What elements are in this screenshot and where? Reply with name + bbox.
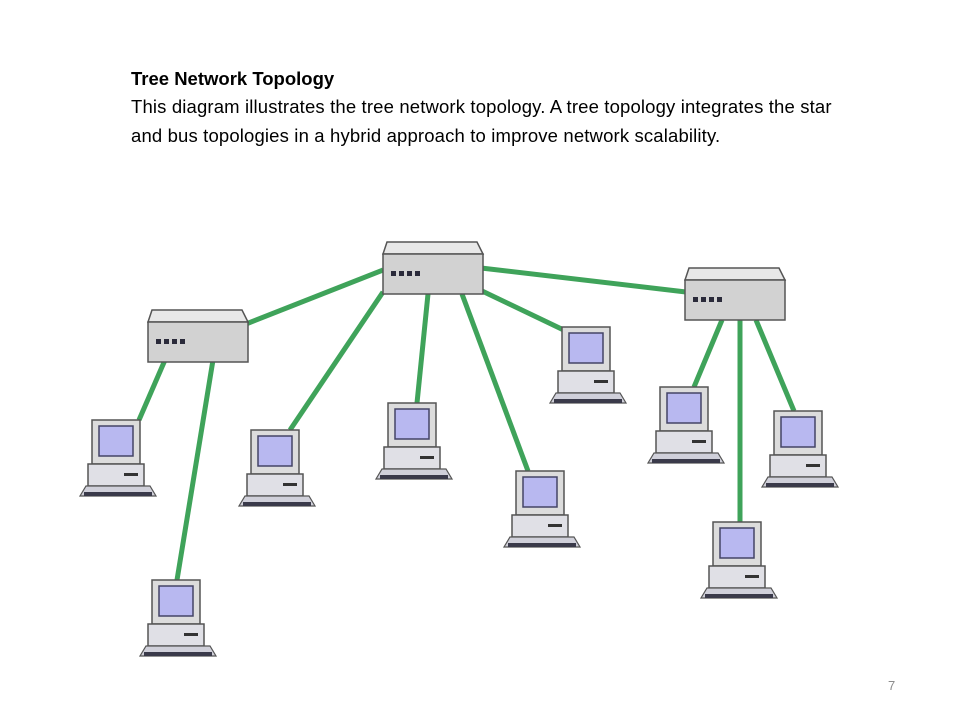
computer-icon xyxy=(699,521,779,599)
computer-icon xyxy=(548,326,628,404)
links-layer xyxy=(136,265,797,581)
port-light xyxy=(407,271,412,276)
link-hub-right-pc-7 xyxy=(691,319,725,388)
screen xyxy=(522,476,558,508)
screen xyxy=(719,527,755,559)
port-light xyxy=(709,297,714,302)
computer-icon xyxy=(760,410,840,488)
nodes-layer xyxy=(78,241,840,657)
port-light xyxy=(391,271,396,276)
left-hub-icon xyxy=(146,309,250,363)
computer-icon xyxy=(646,386,726,464)
port-light xyxy=(399,271,404,276)
link-hub-center-pc-3 xyxy=(287,290,386,432)
computer-icon xyxy=(374,402,454,480)
screen xyxy=(257,435,293,467)
link-hub-right-pc-9 xyxy=(753,319,797,412)
port-light xyxy=(717,297,722,302)
screen xyxy=(666,392,702,424)
screen xyxy=(158,585,194,617)
link-hub-center-hub-right xyxy=(480,265,687,295)
computer-icon xyxy=(138,579,218,657)
page-number: 7 xyxy=(888,678,896,693)
port-light xyxy=(693,297,698,302)
link-hub-center-hub-left xyxy=(245,267,384,327)
computer-icon xyxy=(78,419,158,497)
slide-title: Tree Network Topology xyxy=(131,68,335,89)
port-light xyxy=(180,339,185,344)
screen xyxy=(394,408,430,440)
port-light xyxy=(156,339,161,344)
central-hub-icon xyxy=(381,241,485,295)
screen xyxy=(780,416,816,448)
port-light xyxy=(701,297,706,302)
screen xyxy=(98,425,134,457)
right-hub-icon xyxy=(683,267,787,321)
link-hub-left-pc-2 xyxy=(174,359,216,581)
screen xyxy=(568,332,604,364)
link-hub-left-pc-1 xyxy=(136,359,168,421)
port-light xyxy=(415,271,420,276)
link-hub-center-pc-5 xyxy=(459,293,531,472)
slide-description: This diagram illustrates the tree networ… xyxy=(131,96,832,146)
port-light xyxy=(172,339,177,344)
link-hub-center-pc-6 xyxy=(478,287,574,337)
computer-icon xyxy=(502,470,582,548)
port-light xyxy=(164,339,169,344)
computer-icon xyxy=(237,429,317,507)
link-hub-center-pc-4 xyxy=(414,293,431,404)
text-block: Tree Network Topology This diagram illus… xyxy=(131,66,851,150)
